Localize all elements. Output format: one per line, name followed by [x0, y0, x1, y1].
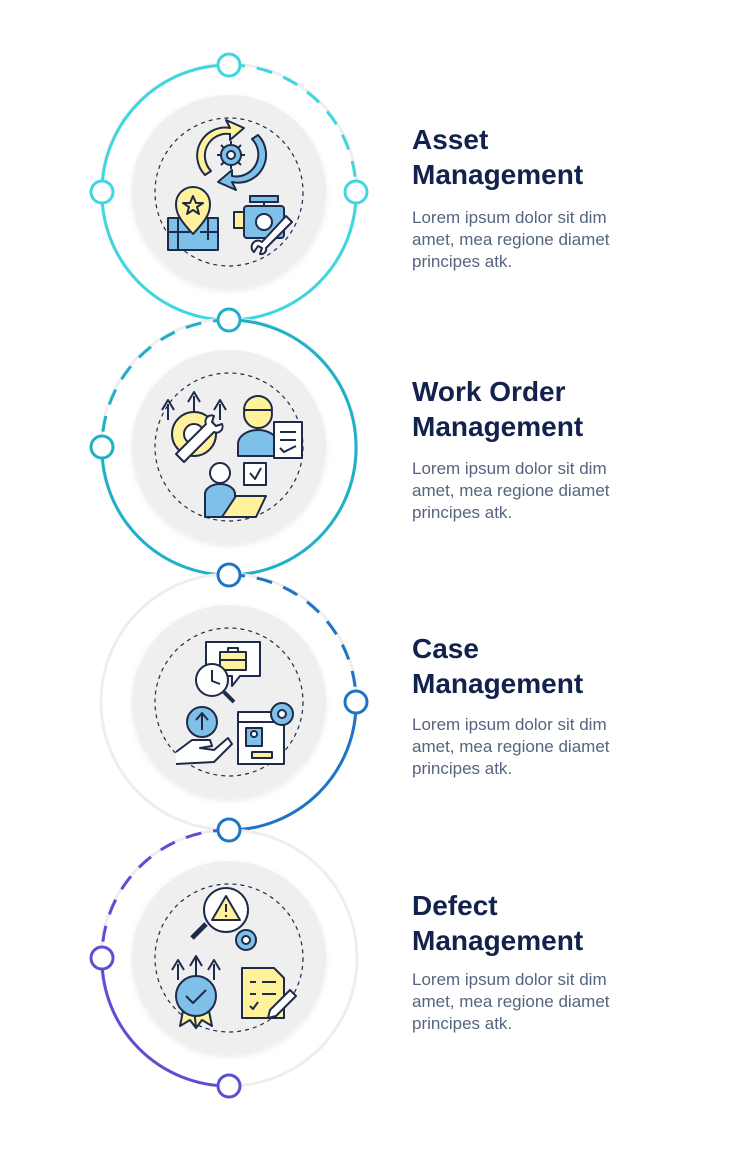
step-3-title-line2: Management: [412, 668, 584, 699]
briefcase-chat-clock-icon: [195, 641, 261, 704]
person-laptop-icon: [204, 462, 267, 518]
warning-magnifier-gear-icon: [190, 887, 257, 951]
step-1-solid-arc: [100, 63, 230, 193]
step-4-description: Lorem ipsum dolor sit dim amet, mea regi…: [412, 969, 712, 1035]
step-3-desc-line2: amet, mea regione diamet: [412, 737, 610, 756]
gear-wrench-arrows-icon: [161, 391, 227, 463]
step-2-inner-disc: [132, 350, 326, 544]
step-3-description: Lorem ipsum dolor sit dim amet, mea regi…: [412, 714, 712, 780]
step-3-title: Case Management: [412, 631, 712, 701]
step-2-title: Work Order Management: [412, 374, 712, 444]
step-1-solid-arc-right: [228, 191, 358, 322]
step-2-desc-line1: Lorem ipsum dolor sit dim: [412, 459, 607, 478]
map-pin-icon: [167, 186, 219, 251]
step-3-dashed-arc: [228, 573, 358, 703]
step-4-title-line1: Defect: [412, 890, 498, 921]
step-4-node-top: [216, 817, 242, 843]
engine-wrench-icon: [233, 195, 293, 256]
step-1-solid-arc-lower: [100, 191, 230, 322]
step-1-description: Lorem ipsum dolor sit dim amet, mea regi…: [412, 207, 712, 273]
step-1-visual: [89, 52, 369, 322]
step-4-dashed-guide: [154, 883, 304, 1033]
step-4-node-left: [89, 945, 115, 971]
step-2-solid-arc: [100, 318, 358, 577]
step-2-desc-line2: amet, mea regione diamet: [412, 481, 610, 500]
step-1-title-line1: Asset: [412, 124, 489, 155]
step-2-title-line1: Work Order: [412, 376, 566, 407]
step-1-node-right: [343, 179, 369, 205]
step-4-visual: [89, 817, 359, 1099]
step-2-node-left: [89, 434, 115, 460]
step-3-title-line1: Case: [412, 633, 479, 664]
step-3-desc-line1: Lorem ipsum dolor sit dim: [412, 715, 607, 734]
step-4-desc-line3: principes atk.: [412, 1014, 513, 1033]
step-4-dashed-arc: [100, 828, 230, 959]
step-4-desc-line1: Lorem ipsum dolor sit dim: [412, 970, 607, 989]
step-1-desc-line2: amet, mea regione diamet: [412, 230, 610, 249]
step-1-desc-line3: principes atk.: [412, 252, 513, 271]
worker-checklist-icon: [237, 395, 303, 459]
gear-cycle-icon: [196, 119, 268, 191]
step-2-title-line2: Management: [412, 411, 584, 442]
step-1-desc-line1: Lorem ipsum dolor sit dim: [412, 208, 607, 227]
step-1-node-top: [216, 52, 242, 78]
step-3-node-top: [216, 562, 242, 588]
step-2-visual: [89, 307, 359, 577]
step-1-dashed-arc: [228, 63, 358, 193]
step-3-inner-disc: [132, 605, 326, 799]
step-1-title-line2: Management: [412, 159, 584, 190]
step-4-solid-arc: [100, 957, 230, 1088]
step-3-desc-line3: principes atk.: [412, 759, 513, 778]
step-4-node-bottom: [216, 1073, 242, 1099]
step-2-node-top: [216, 307, 242, 333]
step-2-desc-line3: principes atk.: [412, 503, 513, 522]
step-2-dashed-arc: [100, 318, 230, 448]
profile-card-gear-icon: [237, 702, 294, 765]
step-3-dashed-guide: [154, 627, 304, 777]
step-1-dashed-guide: [154, 117, 304, 267]
step-3-visual: [99, 562, 369, 832]
hand-gear-icon: [175, 706, 233, 765]
step-3-node-right: [343, 689, 369, 715]
step-2-description: Lorem ipsum dolor sit dim amet, mea regi…: [412, 458, 712, 524]
step-4-title-line2: Management: [412, 925, 584, 956]
checklist-pencil-icon: [241, 967, 297, 1019]
step-1-title: Asset Management: [412, 122, 712, 192]
badge-check-arrows-icon: [171, 955, 221, 1029]
step-1-node-left: [89, 179, 115, 205]
step-3-solid-arc: [228, 701, 358, 832]
step-4-title: Defect Management: [412, 888, 712, 958]
step-4-desc-line2: amet, mea regione diamet: [412, 992, 610, 1011]
